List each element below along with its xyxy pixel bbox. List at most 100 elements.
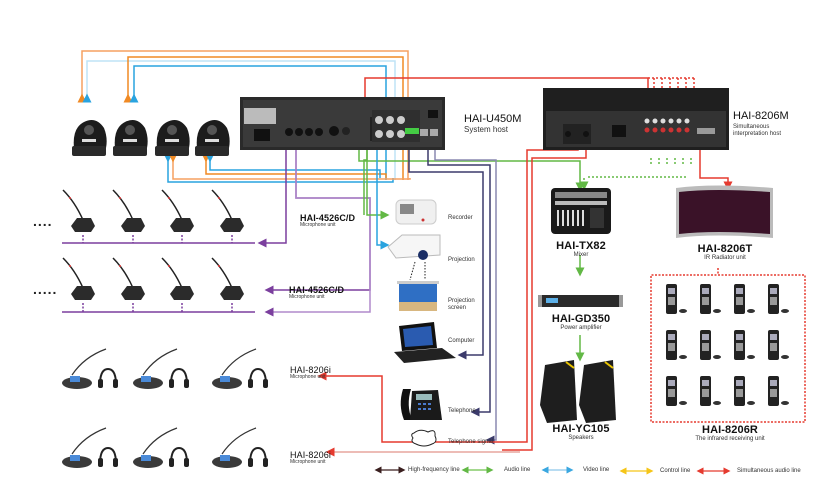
ir-receiver-icon — [700, 284, 721, 314]
interp-unit-row2-model: HAI-8206i — [290, 450, 331, 460]
interp-host-desc-2: interpretation host — [733, 130, 782, 137]
gooseneck-mic-icon — [161, 257, 194, 300]
interpreter-unit-icon — [212, 427, 257, 468]
ir-radiator-label: HAI-8206T IR Radiator unit — [685, 244, 765, 262]
interp-unit-row1-model: HAI-8206i — [290, 365, 331, 375]
ir-receiver-icon — [734, 284, 755, 314]
projector-device — [387, 234, 441, 281]
projection-screen-label-2: screen — [448, 304, 467, 311]
mic-units-row-2 — [62, 257, 244, 300]
interp-unit-row2-desc: Microphone unit — [290, 459, 326, 465]
legend-label-audio: Audio line — [504, 467, 531, 473]
gooseneck-mic-icon — [211, 189, 244, 232]
more-mics-row1: .... — [33, 213, 53, 229]
power-amp-desc: Power amplifier — [560, 325, 602, 331]
gooseneck-mic-icon — [112, 257, 145, 300]
interpreter-unit-icon — [133, 348, 178, 389]
interpretation-host-device — [543, 88, 729, 150]
mic-units-row-1 — [62, 189, 244, 232]
interp-units-row-2 — [62, 427, 268, 468]
mixer-model: HAI-TX82 — [556, 240, 606, 252]
ir-receiver-icon — [700, 330, 721, 360]
interpreter-unit-icon — [133, 427, 178, 468]
gooseneck-mic-icon — [62, 189, 95, 232]
ir-receiver-model: HAI-8206R — [702, 424, 758, 436]
camera-icon — [195, 120, 230, 156]
headphones-icon — [98, 446, 118, 467]
mic-row-bus-1 — [62, 235, 255, 244]
computer-label: Computer — [448, 338, 475, 344]
interp-unit-row2-label: HAI-8206i Microphone unit — [290, 451, 331, 466]
mixer-device — [551, 188, 611, 234]
mixer-label: HAI-TX82 Mixer — [548, 241, 614, 259]
system-host-device — [240, 97, 445, 150]
cloud-icon — [411, 429, 437, 447]
camera-icon — [113, 120, 148, 156]
mixer-desc: Mixer — [573, 252, 589, 258]
ptz-cameras — [72, 120, 230, 156]
legend-label-hf: High-frequency line — [408, 467, 460, 473]
ir-receivers — [666, 284, 789, 406]
mic-bus-links — [257, 146, 371, 317]
headphones-icon — [98, 367, 118, 388]
projection-screen-label-1: Projection — [448, 298, 475, 304]
ir-radiator-desc: IR Radiator unit — [704, 255, 746, 261]
ir-receiver-icon — [768, 284, 789, 314]
projection-screen-device — [397, 281, 439, 311]
computer-device — [394, 322, 456, 363]
gooseneck-mic-icon — [62, 257, 95, 300]
mic-unit-row2-model: HAI-4526C/D — [289, 285, 345, 295]
speakers-label: HAI-YC105 Speakers — [545, 424, 617, 442]
mic-row-bus-2 — [62, 303, 255, 313]
projection-screen-label: Projection screen — [448, 298, 475, 312]
legend-lines — [374, 466, 731, 475]
video-links — [376, 150, 390, 250]
mic-unit-row1-model: HAI-4526C/D — [300, 213, 356, 223]
legend-label-video: Video line — [583, 467, 610, 473]
recorder-device — [395, 199, 437, 225]
interpreter-unit-icon — [212, 348, 257, 389]
power-amplifier-device — [538, 295, 623, 307]
interp-host-label: HAI-8206M Simultaneous interpretation ho… — [733, 111, 789, 137]
system-host-desc: System host — [464, 125, 509, 134]
hf-links — [408, 135, 497, 445]
ir-receiver-icon — [666, 330, 687, 360]
interp-host-model: HAI-8206M — [733, 110, 789, 122]
mic-unit-row2-desc: Microphone unit — [289, 294, 325, 300]
system-host-model: HAI-U450M — [464, 113, 522, 125]
ir-receiver-desc: The infrared receiving unit — [695, 436, 765, 442]
headphones-icon — [169, 446, 189, 467]
gooseneck-mic-icon — [161, 189, 194, 232]
telephone-label: Telephone — [448, 408, 476, 414]
ir-receiver-icon — [700, 376, 721, 406]
ir-receiver-icon — [666, 284, 687, 314]
projection-label: Projection — [448, 257, 475, 263]
gooseneck-mic-icon — [211, 257, 244, 300]
ir-receiver-icon — [666, 376, 687, 406]
ir-receiver-icon — [768, 376, 789, 406]
telephone-signal-label: Telephone signal — [448, 439, 494, 445]
mic-unit-row1-desc: Microphone unit — [300, 222, 336, 228]
interp-units-row-1 — [62, 348, 268, 389]
ir-radiator-model: HAI-8206T — [697, 243, 753, 255]
ir-receiver-label: HAI-8206R The infrared receiving unit — [680, 425, 780, 443]
mic-unit-row2-label: HAI-4526C/D Microphone unit — [289, 286, 344, 301]
interp-unit-row1-desc: Microphone unit — [290, 374, 326, 380]
headphones-icon — [248, 367, 268, 388]
interp-unit-row1-label: HAI-8206i Microphone unit — [290, 366, 331, 381]
system-host-label: HAI-U450M System host — [464, 114, 521, 135]
legend-label-control: Control line — [660, 468, 691, 474]
interp-host-desc-1: Simultaneous — [733, 124, 770, 130]
ir-radiator-device — [676, 185, 773, 238]
ir-receiver-icon — [768, 330, 789, 360]
camera-icon — [155, 120, 190, 156]
interpreter-unit-icon — [62, 348, 107, 389]
camera-icon — [72, 120, 107, 156]
gooseneck-mic-icon — [112, 189, 145, 232]
telephone-device — [400, 389, 442, 420]
speakers-device — [540, 360, 616, 423]
headphones-icon — [248, 446, 268, 467]
headphones-icon — [169, 367, 189, 388]
